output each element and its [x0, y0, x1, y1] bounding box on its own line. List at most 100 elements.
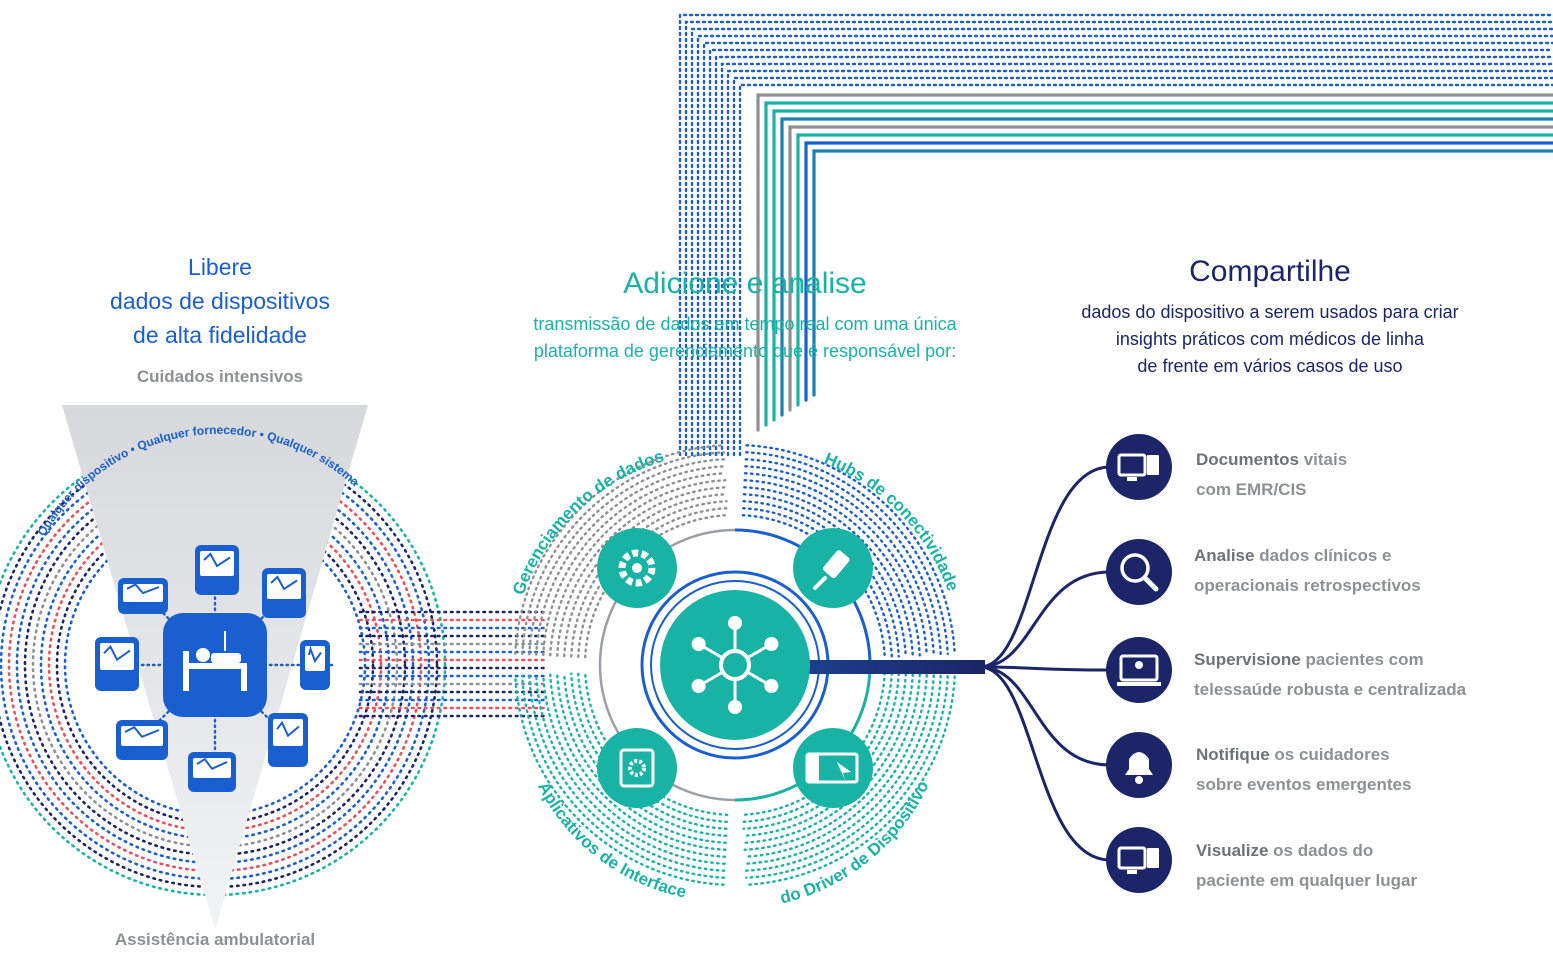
platform-ring: [744, 458, 942, 656]
platform-ring: [542, 673, 727, 858]
center-subtitle-line-2: plataforma de gerenciamento que é respon…: [533, 341, 957, 361]
share-branches: [979, 465, 1111, 862]
platform-ring: [743, 486, 914, 657]
stream-line: [708, 48, 1553, 457]
platform-ring: [745, 675, 956, 886]
platform-ring: [521, 674, 726, 879]
use-case-3-keyword: Supervisione: [1194, 650, 1301, 669]
anesthesia-machine-icon: [95, 637, 139, 691]
use-case-1: Documentos vitais com EMR/CIS: [1196, 445, 1347, 505]
branch-line: [979, 665, 1111, 862]
infusion-pump-icon: [262, 568, 306, 618]
center-title: Adicione e analise: [623, 267, 867, 300]
chip-gear-icon: [597, 728, 677, 808]
left-title: Libere dados de dispositivos de alta fid…: [60, 250, 380, 352]
right-subtitle-line-1: dados do dispositivo a serem usados para…: [1081, 302, 1459, 322]
label-ambulatory: Assistência ambulatorial: [114, 930, 316, 949]
left-title-line-1: Libere: [188, 254, 252, 280]
branch-line: [979, 665, 1111, 672]
platform-ring: [514, 675, 725, 886]
use-case-2-rest: dados clínicos e: [1254, 546, 1392, 565]
branch-line: [979, 570, 1111, 669]
use-case-1-rest: vitais: [1298, 450, 1348, 469]
branch-line: [979, 665, 1111, 767]
ecg-monitor-icon: [116, 720, 168, 760]
left-title-line-3: de alta fidelidade: [133, 322, 307, 348]
right-subtitle-line-3: de frente em vários casos de uso: [1137, 356, 1403, 376]
center-subtitle: transmissão de dados em tempo real com u…: [440, 311, 1050, 365]
stream-line: [780, 117, 1553, 417]
laptop-user-icon: [1106, 637, 1172, 703]
left-title-line-2: dados de dispositivos: [110, 288, 330, 314]
platform-ring: [549, 673, 727, 851]
right-subtitle: dados do dispositivo a serem usados para…: [1050, 299, 1490, 380]
use-case-4-rest: os cuidadores: [1269, 745, 1390, 764]
platform-ring: [743, 673, 928, 858]
use-case-5: Visualize os dados do paciente em qualqu…: [1196, 836, 1417, 896]
platform-ring: [535, 674, 726, 865]
platform-ring: [549, 479, 727, 657]
platform-ring: [745, 444, 956, 655]
platform-ring: [744, 451, 949, 656]
infusion-stand-icon: [268, 713, 308, 767]
use-case-5-line2: paciente em qualquer lugar: [1196, 871, 1418, 890]
use-case-4-line2: sobre eventos emergentes: [1196, 775, 1412, 794]
stream-line: [726, 69, 1553, 457]
plug-icon: [793, 528, 873, 608]
device-ring: [0, 433, 447, 897]
right-subtitle-line-2: insights práticos com médicos de linha: [1115, 329, 1425, 349]
use-case-5-rest: os dados do: [1268, 841, 1374, 860]
platform-ring: [744, 674, 949, 879]
platform-ring: [743, 479, 921, 657]
center-subtitle-line-1: transmissão de dados em tempo real com u…: [533, 314, 957, 334]
stream-line: [756, 93, 1553, 432]
recorder-icon: [188, 752, 236, 792]
stream-line: [788, 125, 1553, 412]
screen-cursor-icon: [793, 728, 873, 808]
stream-line: [720, 62, 1553, 457]
use-case-1-line2: com EMR/CIS: [1196, 480, 1307, 499]
stream-line: [764, 101, 1553, 427]
stream-line: [796, 133, 1553, 407]
platform-ring: [535, 465, 726, 656]
fluid-bag-icon: [300, 640, 330, 690]
platform-ring: [743, 673, 921, 851]
use-case-5-keyword: Visualize: [1196, 841, 1269, 860]
branch-line: [979, 465, 1111, 669]
platform-ring: [743, 472, 928, 657]
bed-patient-icon: [163, 613, 267, 717]
label-intensive-care: Cuidados intensivos: [136, 367, 304, 386]
stream-line: [678, 13, 1553, 457]
monitor-icon: [118, 578, 168, 614]
platform-ring: [528, 458, 726, 656]
use-case-3: Supervisione pacientes com telessaúde ro…: [1194, 645, 1466, 705]
documents-icon: [1106, 434, 1172, 500]
platform-ring: [743, 673, 914, 844]
bell-icon: [1106, 732, 1172, 798]
stream-line: [812, 149, 1553, 397]
use-case-4-keyword: Notifique: [1196, 745, 1270, 764]
use-case-2-line2: operacionais retrospectivos: [1194, 576, 1421, 595]
monitor-waveform-icon: [1106, 827, 1172, 893]
platform-ring: [744, 674, 942, 872]
platform-ring: [744, 674, 935, 865]
data-beam: [800, 660, 985, 674]
platform-ring: [556, 486, 727, 657]
platform-ring: [744, 465, 935, 656]
stream-line: [804, 141, 1553, 402]
stream-line: [690, 27, 1553, 457]
top-data-streams: [678, 13, 1553, 457]
platform-ring: [556, 673, 727, 844]
stream-line: [772, 109, 1553, 422]
use-case-1-keyword: Documentos: [1196, 450, 1299, 469]
stream-line: [738, 83, 1553, 457]
stream-line: [702, 41, 1553, 457]
gear-icon: [597, 528, 677, 608]
platform-ring: [528, 674, 726, 872]
platform-ring: [542, 472, 727, 657]
use-case-3-rest: pacientes com: [1300, 650, 1424, 669]
platform-ring: [521, 451, 726, 656]
stream-line: [732, 76, 1553, 457]
ventilator-icon: [195, 545, 239, 595]
